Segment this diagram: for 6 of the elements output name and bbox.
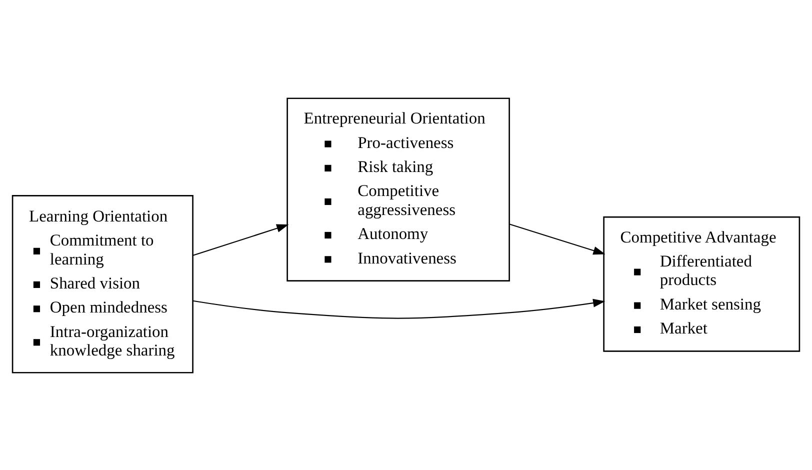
node-box: Competitive Advantage Differentiated products Market sensing Market <box>603 216 800 352</box>
arrow <box>509 223 606 254</box>
node-box: Entrepreneurial Orientation Pro-activeness Risk taking Competitive aggressiveness Autonomy Innovativeness <box>286 97 510 281</box>
arrow <box>192 224 289 256</box>
arrow <box>192 298 606 318</box>
node-box: Learning Orientation Commitment to learning Shared vision Open mindedness Intra-organization knowledge sharing <box>12 194 194 373</box>
